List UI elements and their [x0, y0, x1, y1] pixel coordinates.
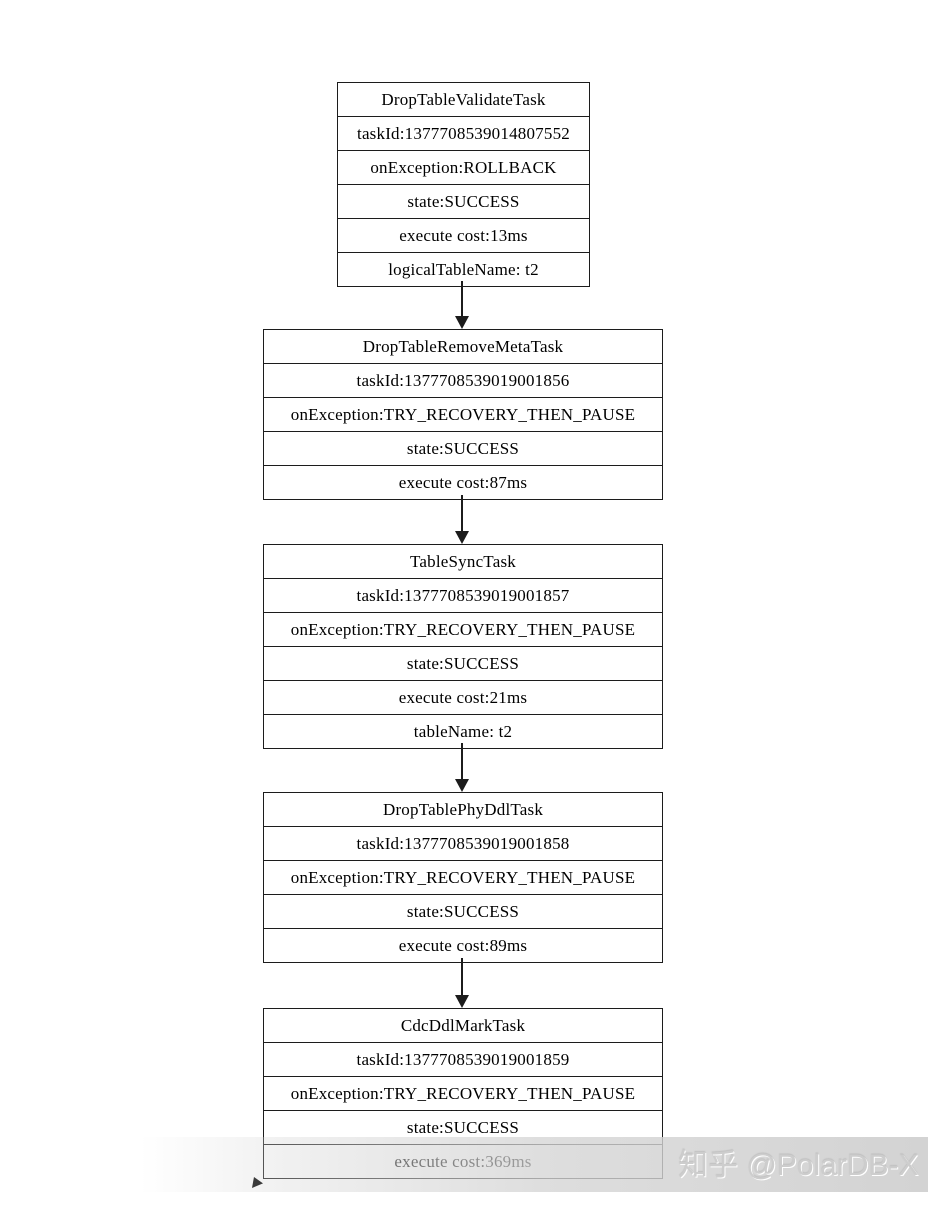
task-attribute-row: taskId:1377708539019001857: [264, 578, 662, 612]
task-attribute-row: onException:TRY_RECOVERY_THEN_PAUSE: [264, 397, 662, 431]
task-node-table-sync: TableSyncTask taskId:1377708539019001857…: [263, 544, 663, 749]
edge-connector: [455, 281, 469, 329]
task-node-drop-table-validate: DropTableValidateTask taskId:13777085390…: [337, 82, 590, 287]
task-title: DropTableRemoveMetaTask: [362, 336, 564, 356]
task-attribute-row: taskId:1377708539019001856: [264, 363, 662, 397]
task-attribute-row: execute cost:13ms: [338, 218, 589, 252]
task-attribute-row: tableName: t2: [264, 714, 662, 748]
task-attribute-row: state:SUCCESS: [264, 646, 662, 680]
edge-line: [461, 495, 463, 531]
arrow-down-icon: [455, 531, 469, 544]
task-attribute-row: taskId:1377708539014807552: [338, 116, 589, 150]
task-attribute-row: state:SUCCESS: [264, 431, 662, 465]
task-title: TableSyncTask: [410, 551, 516, 571]
task-attribute-row: taskId:1377708539019001859: [264, 1042, 662, 1076]
edge-line: [461, 958, 463, 995]
task-title: CdcDdlMarkTask: [400, 1015, 526, 1035]
task-attribute-row: onException:TRY_RECOVERY_THEN_PAUSE: [264, 1076, 662, 1110]
task-node-cdc-ddl-mark: CdcDdlMarkTask taskId:137770853901900185…: [263, 1008, 663, 1179]
task-attribute-row: state:SUCCESS: [264, 894, 662, 928]
arrow-down-icon: [455, 316, 469, 329]
watermark-text: 知乎 @PolarDB-X: [678, 1149, 919, 1182]
task-attribute-row: onException:ROLLBACK: [338, 150, 589, 184]
edge-connector: [455, 743, 469, 792]
mouse-cursor-icon: [252, 1177, 263, 1188]
task-attribute-row: onException:TRY_RECOVERY_THEN_PAUSE: [264, 860, 662, 894]
edge-connector: [455, 958, 469, 1008]
task-attribute-row: execute cost:87ms: [264, 465, 662, 499]
task-attribute-row: execute cost:369ms: [264, 1144, 662, 1178]
task-attribute-row: execute cost:89ms: [264, 928, 662, 962]
task-attribute-row: state:SUCCESS: [338, 184, 589, 218]
task-node-drop-table-remove-meta: DropTableRemoveMetaTask taskId:137770853…: [263, 329, 663, 500]
task-node-drop-table-phy-ddl: DropTablePhyDdlTask taskId:1377708539019…: [263, 792, 663, 963]
task-attribute-row: execute cost:21ms: [264, 680, 662, 714]
arrow-down-icon: [455, 995, 469, 1008]
task-attribute-row: taskId:1377708539019001858: [264, 826, 662, 860]
task-attribute-row: onException:TRY_RECOVERY_THEN_PAUSE: [264, 612, 662, 646]
edge-line: [461, 743, 463, 779]
task-attribute-row: state:SUCCESS: [264, 1110, 662, 1144]
task-title: DropTablePhyDdlTask: [382, 799, 544, 819]
arrow-down-icon: [455, 779, 469, 792]
task-title: DropTableValidateTask: [381, 89, 546, 109]
task-attribute-row: logicalTableName: t2: [338, 252, 589, 286]
edge-connector: [455, 495, 469, 544]
edge-line: [461, 281, 463, 316]
